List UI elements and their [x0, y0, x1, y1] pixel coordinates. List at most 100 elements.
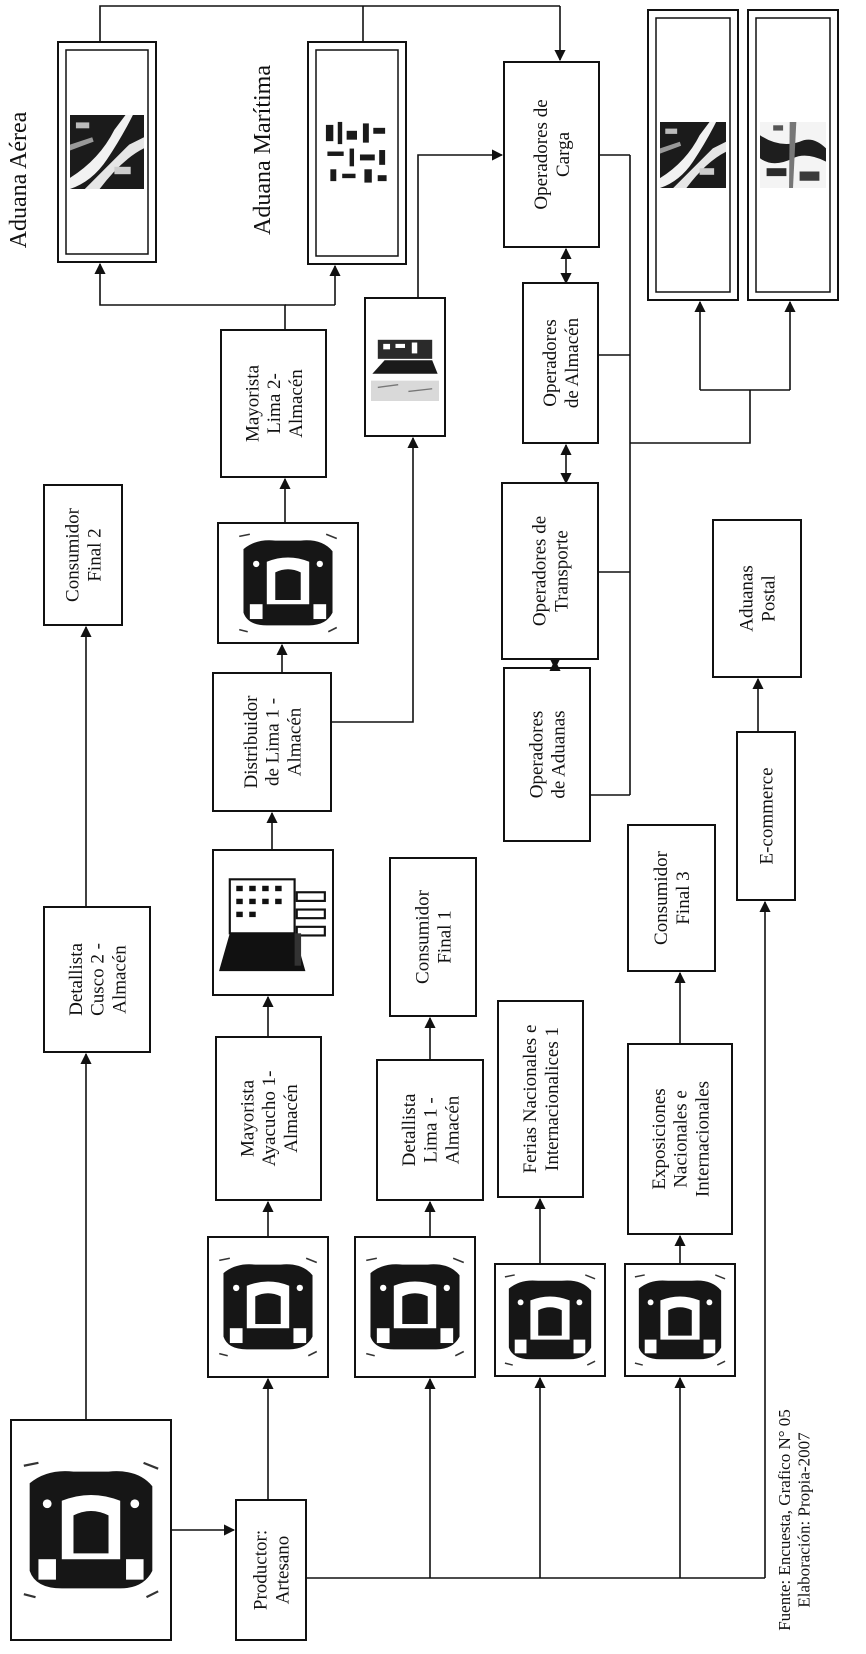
- aduanas_postal-line-0: Aduanas: [737, 565, 758, 631]
- op_transporte-line-0: Operadores de: [530, 516, 551, 626]
- node-exposiciones: ExposicionesNacionales eInternacionales: [627, 1043, 733, 1235]
- op_carga-line-1: Carga: [553, 131, 574, 177]
- craft-workshop-icon: [501, 1270, 599, 1370]
- aduana-maritima-frame: [307, 41, 407, 265]
- source-line-0: Fuente: Encuesta, Grafico N° 05: [775, 1409, 794, 1631]
- exposiciones-line-0: Exposiciones: [649, 1088, 670, 1189]
- craft-workshop-icon: [215, 1253, 321, 1361]
- label-aduana-aerea: Aduana Aérea: [6, 111, 32, 248]
- craft-workshop-icon: [18, 1455, 164, 1605]
- ferias-line-1: Internacionalices 1: [542, 1027, 563, 1171]
- ferias-line-0: Ferias Nacionales e: [520, 1025, 541, 1174]
- seaport-icon: [320, 116, 394, 190]
- craft-workshop-icon: [362, 1253, 468, 1361]
- productor-line-1: Artesano: [273, 1536, 294, 1605]
- aduana-aerea-frame: [57, 41, 157, 263]
- airport-icon: [660, 122, 726, 188]
- node-op-almacen: Operadoresde Almacén: [522, 282, 599, 444]
- productor-photo-frame: [10, 1419, 172, 1641]
- node-op-carga-label: Operadores deCarga: [531, 99, 574, 209]
- mayorista_lima2-line-0: Mayorista: [242, 364, 263, 442]
- source-note: Fuente: Encuesta, Grafico N° 05Elaboraci…: [775, 1409, 814, 1631]
- distribuidor_lima1-line-2: Almacén: [285, 707, 306, 776]
- consumidor_final1-line-0: Consumidor: [413, 889, 434, 984]
- photo-frame-c: [494, 1263, 606, 1377]
- craft-workshop-icon: [631, 1270, 729, 1370]
- mayorista_lima2-line-1: Lima 2-: [264, 373, 285, 434]
- node-op-aduanas-label: Operadoresde Aduanas: [527, 710, 570, 798]
- label-aduana-maritima: Aduana Marítima: [250, 65, 276, 235]
- detallista_lima1-line-2: Almacén: [443, 1095, 464, 1164]
- node-op-transporte: Operadores deTransporte: [501, 482, 599, 660]
- node-detallista-cusco2: DetallistaCusco 2 -Almacén: [43, 906, 151, 1053]
- distribuidor_lima1-line-1: de Lima 1 -: [263, 698, 284, 786]
- lima-photo-frame: [217, 522, 359, 644]
- detallista_lima1-line-1: Lima 1 -: [421, 1097, 442, 1162]
- airport-icon: [70, 115, 144, 189]
- mayorista_ayacucho-line-0: Mayorista: [237, 1079, 258, 1157]
- airport-icon: [760, 122, 826, 188]
- node-productor-label: Productor:Artesano: [251, 1530, 294, 1610]
- factory-icon: [219, 867, 327, 978]
- node-mayorista-lima2-label: MayoristaLima 2-Almacén: [242, 364, 307, 442]
- right-photo-frame-2: [747, 9, 839, 301]
- craft-workshop-icon: [234, 530, 342, 636]
- node-aduanas-postal-label: AduanasPostal: [737, 565, 780, 631]
- photo-frame-b: [354, 1236, 476, 1378]
- mayorista_lima2-line-2: Almacén: [286, 369, 307, 438]
- source-line-1: Elaboración: Propia-2007: [795, 1432, 814, 1608]
- op_aduanas-line-0: Operadores: [527, 711, 548, 799]
- node-mayorista-lima2: MayoristaLima 2-Almacén: [220, 329, 327, 478]
- node-distribuidor-lima1: Distribuidorde Lima 1 -Almacén: [212, 672, 332, 812]
- node-exposiciones-label: ExposicionesNacionales eInternacionales: [649, 1081, 714, 1197]
- distribuidor_lima1-line-0: Distribuidor: [241, 695, 262, 789]
- detallista_cusco2-line-2: Almacén: [110, 945, 131, 1014]
- exposiciones-line-1: Nacionales e: [671, 1090, 692, 1188]
- node-consumidor-final1: ConsumidorFinal 1: [389, 857, 477, 1017]
- node-consumidor-final1-label: ConsumidorFinal 1: [413, 889, 456, 984]
- node-detallista-cusco2-label: DetallistaCusco 2 -Almacén: [66, 943, 131, 1016]
- aduanas_postal-line-1: Postal: [759, 575, 780, 621]
- factory-frame: [212, 849, 334, 996]
- consumidor_final3-line-1: Final 3: [673, 871, 694, 924]
- photo-frame-a: [207, 1236, 329, 1378]
- node-mayorista-ayacucho-label: MayoristaAyacucho 1-Almacén: [237, 1071, 302, 1167]
- node-aduanas-postal: AduanasPostal: [712, 519, 802, 678]
- node-consumidor-final2: ConsumidorFinal 2: [43, 484, 123, 626]
- node-consumidor-final3: ConsumidorFinal 3: [627, 824, 716, 972]
- detallista_cusco2-line-1: Cusco 2 -: [88, 943, 109, 1016]
- node-ferias-label: Ferias Nacionales eInternacionalices 1: [520, 1025, 563, 1174]
- node-distribuidor-lima1-label: Distribuidorde Lima 1 -Almacén: [241, 695, 306, 789]
- right-photo-frame-1: [647, 9, 739, 301]
- ecommerce-line-0: E-commerce: [757, 767, 778, 864]
- op_transporte-line-1: Transporte: [552, 530, 573, 612]
- node-ferias: Ferias Nacionales eInternacionalices 1: [497, 1000, 584, 1198]
- exposiciones-line-2: Internacionales: [693, 1081, 714, 1197]
- node-productor: Productor:Artesano: [235, 1499, 307, 1641]
- node-op-aduanas: Operadoresde Aduanas: [503, 667, 591, 842]
- ship-icon: [371, 331, 439, 403]
- op_almacen-line-0: Operadores: [540, 319, 561, 407]
- ship-frame: [364, 297, 446, 437]
- node-op-carga: Operadores deCarga: [503, 61, 600, 248]
- detallista_cusco2-line-0: Detallista: [66, 943, 87, 1016]
- consumidor_final2-line-0: Consumidor: [63, 507, 84, 602]
- mayorista_ayacucho-line-2: Almacén: [281, 1084, 302, 1153]
- node-mayorista-ayacucho: MayoristaAyacucho 1-Almacén: [215, 1036, 322, 1201]
- consumidor_final1-line-1: Final 1: [435, 910, 456, 963]
- node-detallista-lima1-label: DetallistaLima 1 -Almacén: [399, 1093, 464, 1166]
- node-op-transporte-label: Operadores deTransporte: [530, 516, 573, 626]
- mayorista_ayacucho-line-1: Ayacucho 1-: [259, 1071, 280, 1167]
- node-ecommerce-label: E-commerce: [757, 767, 778, 864]
- node-ecommerce: E-commerce: [736, 731, 796, 901]
- node-detallista-lima1: DetallistaLima 1 -Almacén: [376, 1059, 484, 1201]
- node-op-almacen-label: Operadoresde Almacén: [540, 317, 583, 408]
- op_almacen-line-1: de Almacén: [562, 317, 583, 408]
- photo-frame-d: [624, 1263, 736, 1377]
- detallista_lima1-line-0: Detallista: [399, 1093, 420, 1166]
- consumidor_final3-line-0: Consumidor: [651, 850, 672, 945]
- op_carga-line-0: Operadores de: [531, 99, 552, 209]
- connector-lines: [80, 5, 796, 1579]
- node-consumidor-final3-label: ConsumidorFinal 3: [651, 850, 694, 945]
